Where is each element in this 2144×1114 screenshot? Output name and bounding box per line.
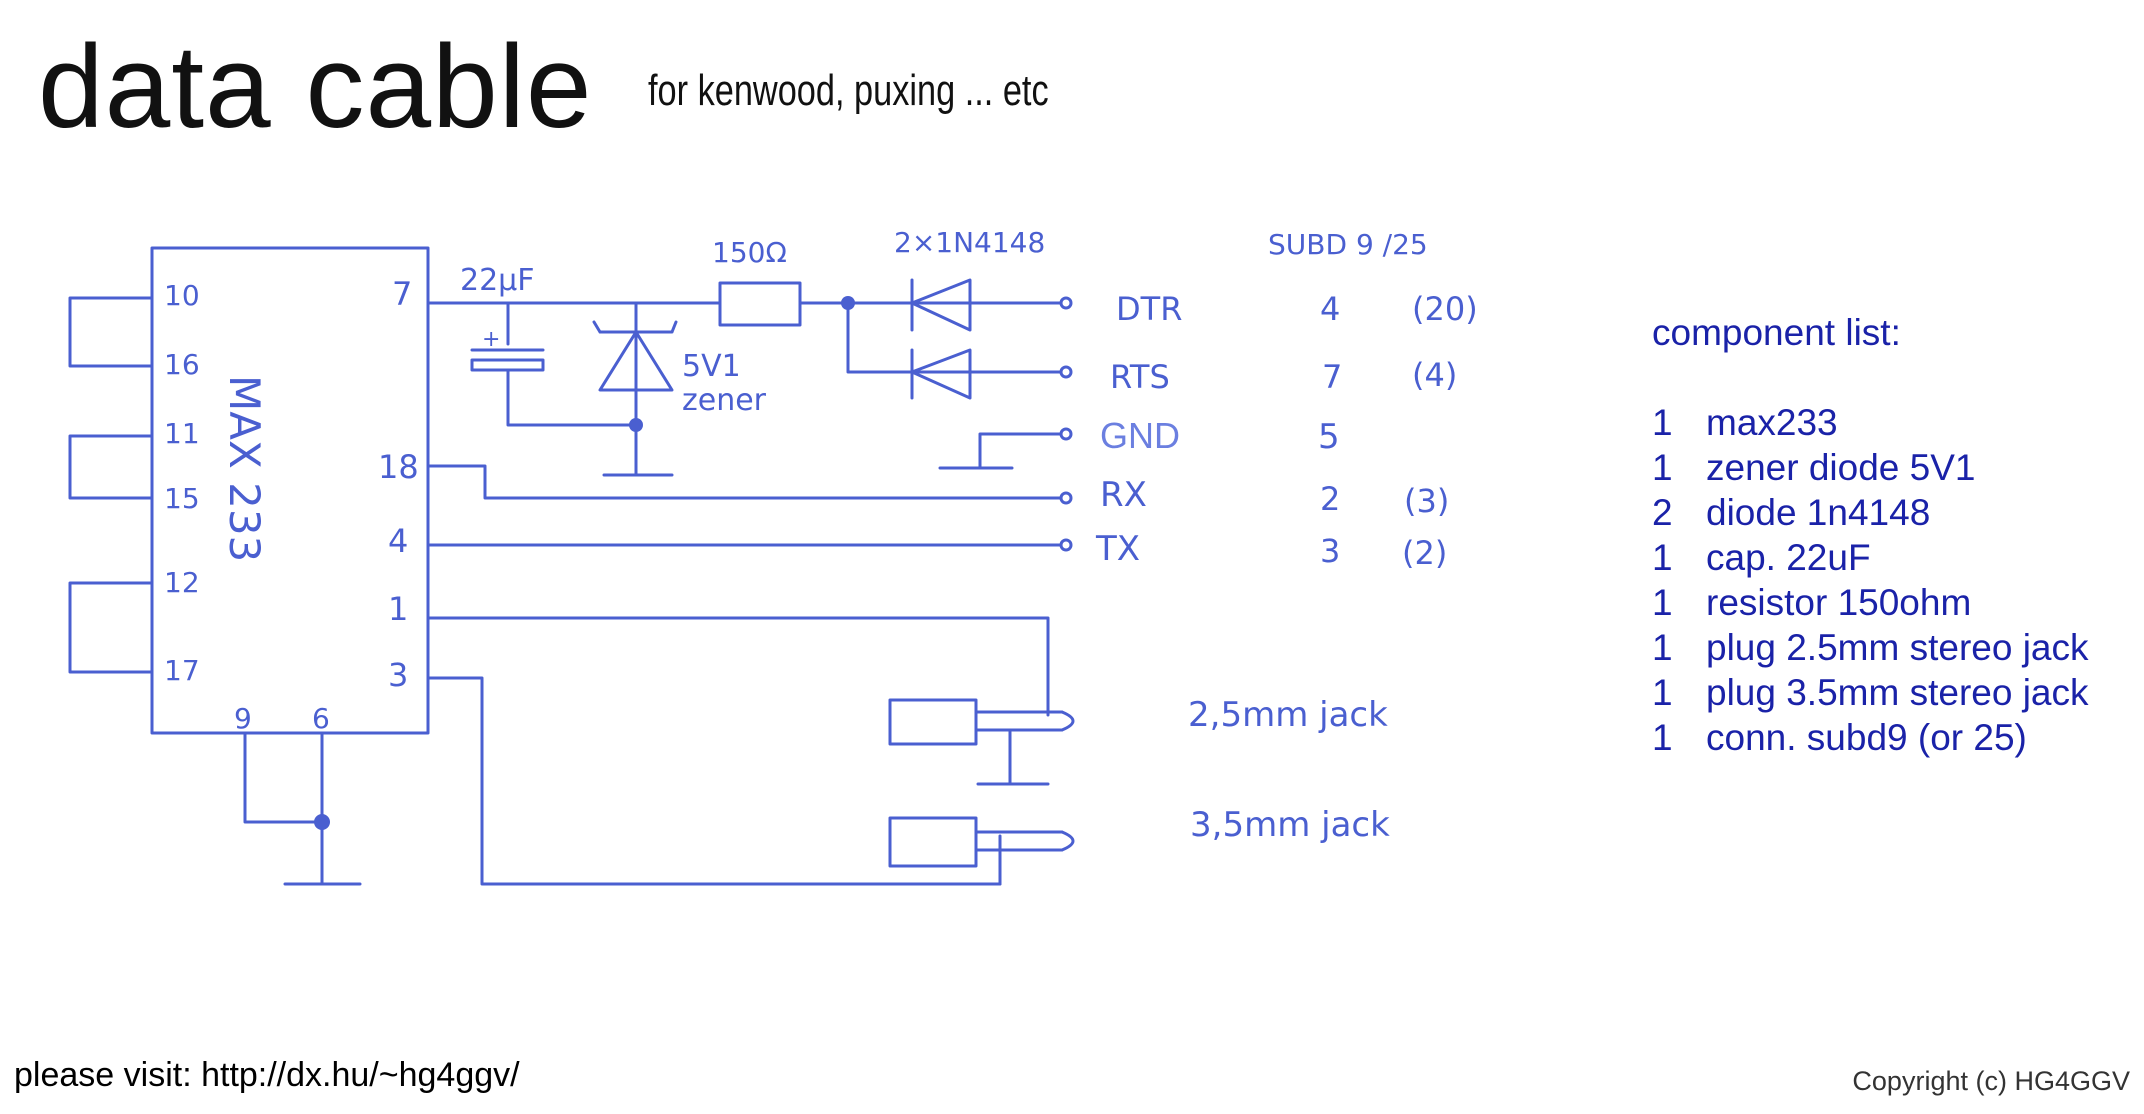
svg-text:+: + [482, 327, 500, 352]
component-name: max233 [1706, 402, 1838, 443]
pin-label: 18 [378, 448, 419, 486]
signal-pin9: 4 [1320, 290, 1340, 328]
pin-label: 15 [164, 482, 200, 515]
wire-pin3 [426, 676, 1002, 886]
pin-label: 4 [388, 522, 408, 560]
signal-pin25: (2) [1402, 534, 1447, 572]
pin-label: 10 [164, 279, 200, 312]
loop-11-15 [68, 434, 154, 500]
terminal-dtr [1059, 296, 1073, 310]
junction-dot [314, 814, 330, 830]
component-item: 1 plug 3.5mm stereo jack [1652, 670, 2089, 715]
junction-dot [841, 296, 855, 310]
component-item: 1 cap. 22uF [1652, 535, 2089, 580]
pin-label: 16 [164, 348, 200, 381]
component-name: diode 1n4148 [1706, 492, 1931, 533]
component-list-title: component list: [1652, 312, 1901, 353]
jack-2-5-body [888, 698, 978, 746]
signal-name: RX [1100, 475, 1147, 515]
pin-label: 17 [164, 654, 200, 687]
component-item: 2 diode 1n4148 [1652, 490, 2089, 535]
component-qty: 1 [1652, 717, 1673, 758]
jack2-label: 3,5mm jack [1190, 805, 1390, 845]
component-item: 1 conn. subd9 (or 25) [1652, 715, 2089, 760]
diode-dtr [910, 278, 972, 332]
component-qty: 1 [1652, 402, 1673, 443]
component-list: component list: 1 max233 1 zener diode 5V1… [1652, 312, 2089, 760]
signal-pin25: (20) [1412, 290, 1478, 328]
wire-pin1 [426, 616, 1050, 717]
signal-pin9: 2 [1320, 480, 1340, 518]
component-item: 1 resistor 150ohm [1652, 580, 2089, 625]
jack1-label: 2,5mm jack [1188, 695, 1388, 735]
component-qty: 1 [1652, 582, 1673, 623]
signal-pin9: 3 [1320, 532, 1340, 570]
resistor-label: 150Ω [712, 236, 787, 269]
component-name: zener diode 5V1 [1706, 447, 1976, 488]
copyright-text: Copyright (c) HG4GGV [1852, 1066, 2130, 1096]
zener-value-label: 5V1 [682, 349, 741, 384]
signal-pin25: (4) [1412, 356, 1457, 394]
zener-diode [598, 330, 674, 392]
signal-pin9: 5 [1318, 417, 1340, 457]
component-qty: 2 [1652, 492, 1673, 533]
signal-pin9: 7 [1322, 358, 1342, 396]
loop-12-17 [68, 581, 154, 674]
pin-label: 12 [164, 566, 200, 599]
component-name: cap. 22uF [1706, 537, 1871, 578]
signal-name: TX [1095, 529, 1140, 569]
pin-label: 11 [164, 417, 200, 450]
junction-dot [629, 418, 643, 432]
pin-label: 7 [392, 275, 412, 313]
component-qty: 1 [1652, 447, 1673, 488]
capacitor-label: 22μF [460, 263, 535, 298]
component-item: 1 max233 [1652, 400, 2089, 445]
signal-name: GND [1100, 415, 1180, 456]
component-name: resistor 150ohm [1706, 582, 1972, 623]
terminal-rx [1059, 491, 1073, 505]
component-name: plug 2.5mm stereo jack [1706, 627, 2089, 668]
wire-rts-branch [846, 301, 912, 374]
terminal-rts [1059, 365, 1073, 379]
signal-pin25: (3) [1404, 482, 1449, 520]
resistor-150 [718, 281, 802, 327]
max233-ic-body [150, 246, 430, 735]
terminal-gnd [1059, 427, 1073, 441]
component-qty: 1 [1652, 627, 1673, 668]
loop-10-16 [68, 296, 154, 368]
ic-label: MAX 233 [220, 375, 269, 562]
wire-pin9 [243, 731, 324, 824]
pin-label: 6 [312, 702, 330, 735]
diodes-label: 2×1N4148 [894, 226, 1045, 259]
wire-gnd [978, 432, 1064, 470]
zener-word-label: zener [682, 383, 767, 418]
signal-name: RTS [1110, 358, 1170, 396]
capacitor-plate-2 [470, 358, 545, 372]
jack-3-5-body [888, 816, 978, 868]
component-item: 1 plug 2.5mm stereo jack [1652, 625, 2089, 670]
component-name: plug 3.5mm stereo jack [1706, 672, 2089, 713]
component-item: 1 zener diode 5V1 [1652, 445, 2089, 490]
component-qty: 1 [1652, 672, 1673, 713]
diode-rts [910, 348, 972, 400]
wire-rx [426, 464, 1064, 500]
pin-label: 3 [388, 656, 408, 694]
signal-name: DTR [1116, 290, 1182, 328]
pin-label: 1 [388, 590, 408, 628]
component-name: conn. subd9 (or 25) [1706, 717, 2027, 758]
connector-header: SUBD 9 /25 [1268, 228, 1428, 261]
pin-label: 9 [234, 702, 252, 735]
wire-cap-bottom [506, 368, 638, 427]
component-qty: 1 [1652, 537, 1673, 578]
page-title: data cable [38, 21, 593, 153]
visit-link[interactable]: please visit: http://dx.hu/~hg4ggv/ [14, 1056, 520, 1094]
terminal-tx [1059, 538, 1073, 552]
page-subtitle: for kenwood, puxing ... etc [648, 66, 1049, 115]
